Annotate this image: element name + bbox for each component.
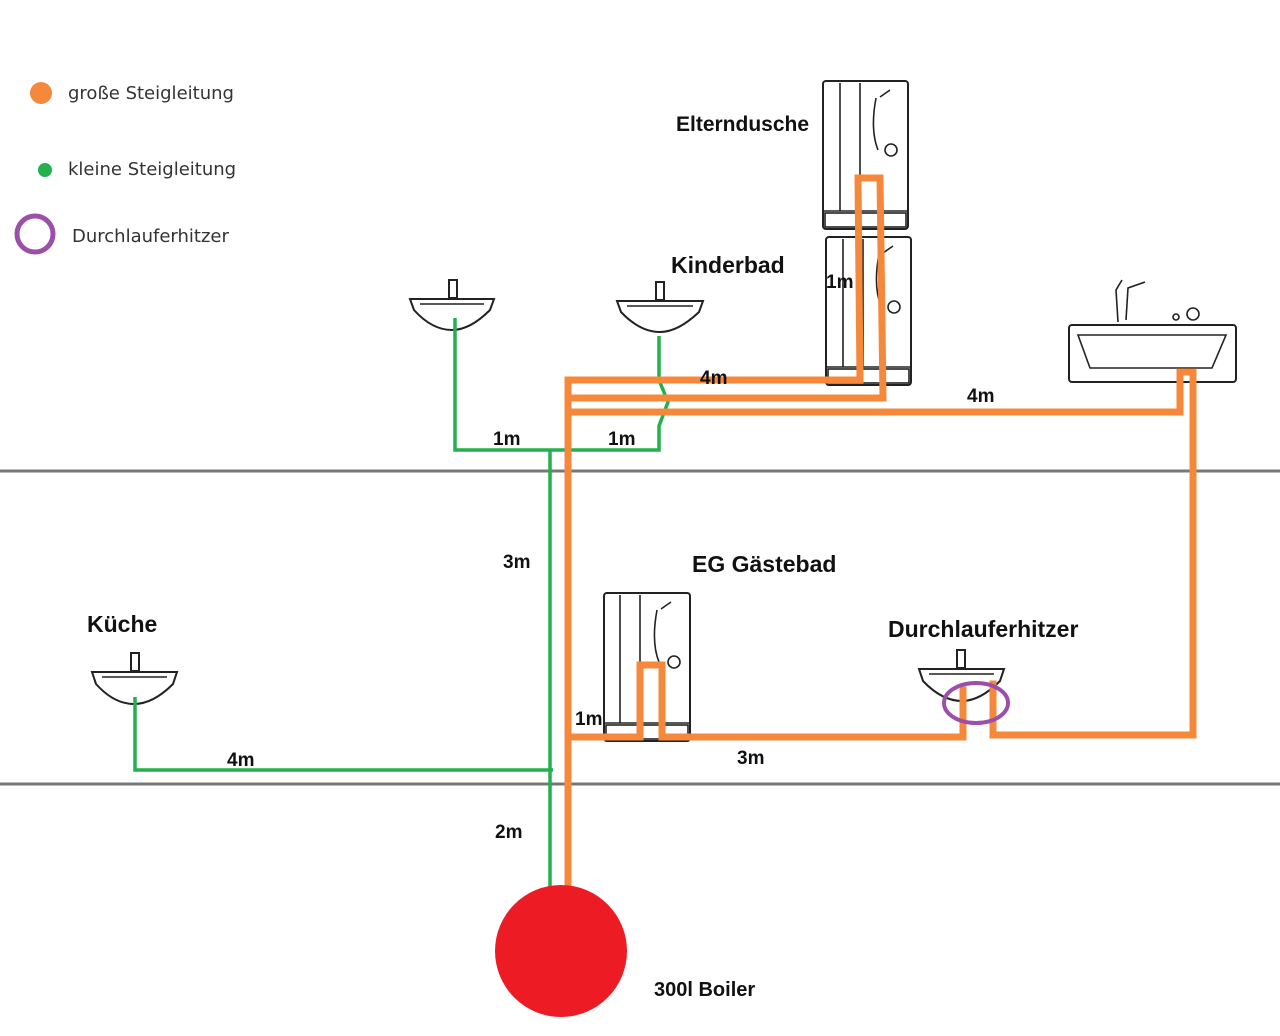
heater-legend-icon [14,213,56,255]
big-riser-legend-label: große Steigleitung [68,83,234,104]
distance-eg-horizontal: 3m [737,748,764,769]
distance-upper-horizontal-shower: 4m [700,368,727,389]
shower-kinderbad-icon [825,236,912,386]
small-riser-upper-left [453,318,550,452]
small-riser-legend-label: kleine Steigleitung [68,159,236,180]
big-riser-bathtub [564,368,1197,739]
small-riser-legend-icon [38,163,52,177]
heater-legend-label: Durchlauferhitzer [72,226,230,247]
sink-kueche-icon [90,652,179,706]
sink-upper-right-icon [615,281,705,334]
big-riser-legend-icon [30,82,52,104]
label-kueche: Küche [87,611,157,637]
big-riser-elterndusche [564,174,887,402]
distance-upper-sink-left: 1m [493,429,520,450]
distance-upper-sink-right: 1m [608,429,635,450]
distance-upper-shower-vertical: 1m [826,272,853,293]
shower-elterndusche-icon [822,80,909,230]
big-riser-gaestebad [564,661,967,741]
label-kinderbad: Kinderbad [671,252,785,278]
big-riser-pipes [564,174,1197,891]
small-riser-pipes [133,318,670,887]
label-boiler: 300l Boiler [654,979,755,1001]
label-elterndusche: Elterndusche [676,113,809,136]
distance-gaestebad-branch: 1m [575,709,602,730]
small-riser-kitchen [133,697,553,772]
sink-upper-left-icon [408,279,496,332]
distance-upper-horizontal-tub: 4m [967,386,994,407]
heater-icon [942,681,1010,725]
bathtub-icon [1068,279,1237,383]
distance-kitchen-run: 4m [227,750,254,771]
label-eg-gaestebad: EG Gästebad [692,551,836,577]
legend: große Steigleitung kleine Steigleitung D… [14,82,236,255]
label-durchlauferhitzer: Durchlauferhitzer [888,616,1078,642]
distance-riser-middle: 3m [503,552,530,573]
boiler-icon [495,885,627,1017]
distance-riser-bottom: 2m [495,822,522,843]
